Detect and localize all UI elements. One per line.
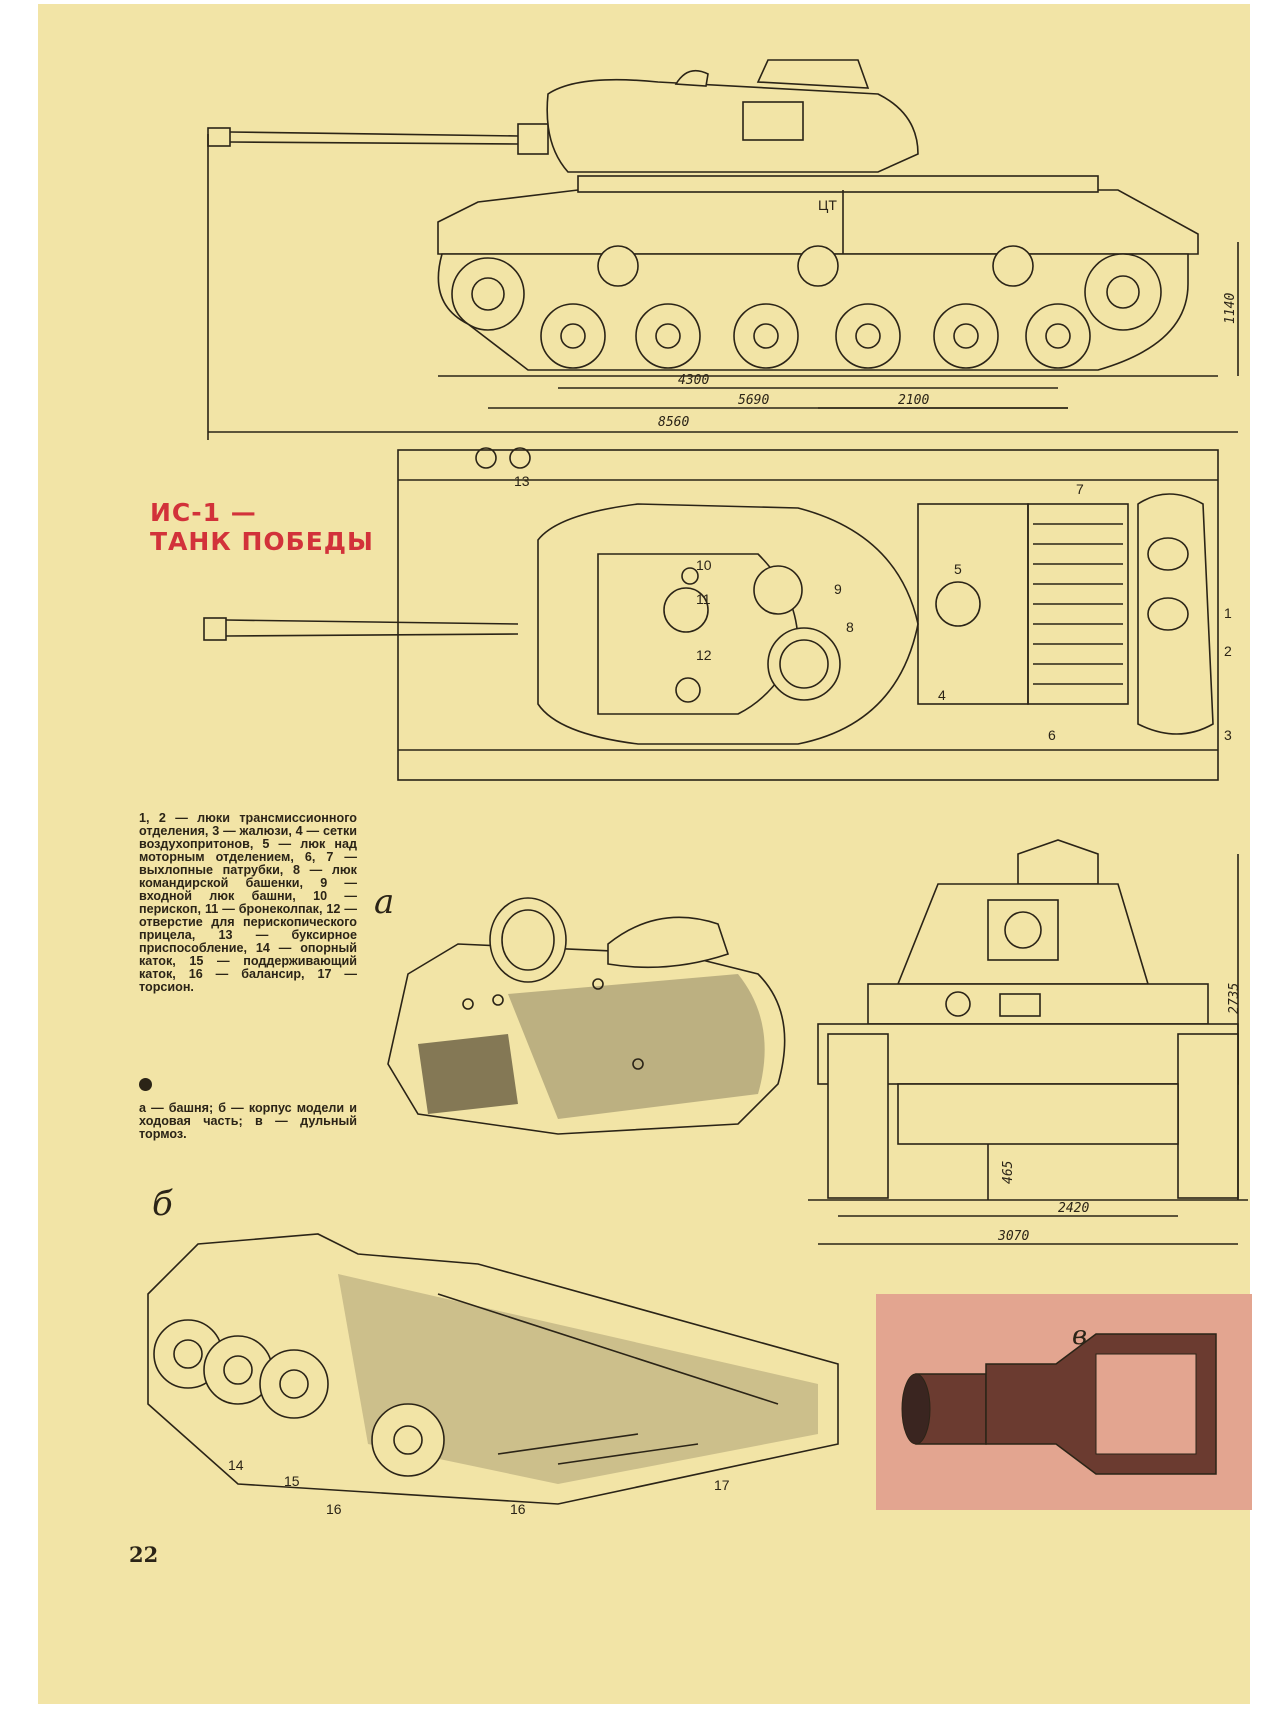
dim-2735: 2735 [1227, 983, 1242, 1014]
dim-2420: 2420 [1058, 1201, 1089, 1216]
callout-3: 3 [1224, 727, 1232, 743]
callout-9: 9 [834, 581, 842, 597]
top-view-drawing: 13 7 10 9 11 5 8 12 4 6 1 2 3 [203, 447, 1232, 781]
callout-2: 2 [1224, 643, 1232, 659]
callout-16a: 16 [326, 1501, 342, 1517]
dim-5690: 5690 [738, 393, 769, 408]
front-view-drawing: 2420 3070 [808, 839, 1248, 1245]
figure-letter-v: в [1072, 1321, 1087, 1351]
louvers [1033, 523, 1123, 685]
callout-11: 11 [696, 591, 711, 607]
callout-13: 13 [514, 473, 530, 489]
center-of-gravity-label: ЦТ [818, 197, 837, 213]
article-title: ИС-1 — ТАНК ПОБЕДЫ [150, 498, 374, 556]
callout-14: 14 [228, 1457, 244, 1473]
title-line-2: ТАНК ПОБЕДЫ [150, 527, 374, 556]
callout-4: 4 [938, 687, 946, 703]
callout-15: 15 [284, 1473, 300, 1489]
figure-letter-a: а [374, 882, 395, 922]
callout-5: 5 [954, 561, 962, 577]
callout-17: 17 [714, 1477, 730, 1493]
muzzle-brake-drawing: в [901, 1321, 1217, 1475]
hull-road-wheels [153, 1319, 445, 1477]
muzzle-brake-panel: в [876, 1294, 1252, 1510]
callout-8: 8 [846, 619, 854, 635]
parts-caption: 1, 2 — люки трансмиссионного отделения, … [139, 811, 357, 994]
magazine-page: ЦТ 4300 5690 2100 8560 1140 [38, 4, 1252, 1704]
callout-16b: 16 [510, 1501, 526, 1517]
hull-drawing: 14 15 16 16 17 [147, 1233, 839, 1517]
callout-6: 6 [1048, 727, 1056, 743]
dim-4300: 4300 [678, 373, 709, 388]
page-number: 22 [129, 1542, 159, 1567]
figure-letter-b: б [152, 1184, 173, 1224]
dim-8560: 8560 [658, 415, 689, 430]
figure-legend: а — башня; б — корпус модели и ходовая ч… [139, 1101, 357, 1141]
bullet-icon [139, 1078, 152, 1091]
title-line-1: ИС-1 — [150, 498, 257, 527]
callout-10: 10 [696, 557, 712, 573]
dim-1140: 1140 [1223, 293, 1238, 324]
callout-7: 7 [1076, 481, 1084, 497]
side-view-drawing: ЦТ 4300 5690 2100 8560 1140 [207, 59, 1239, 440]
dim-3070: 3070 [997, 1229, 1029, 1244]
road-wheels [451, 245, 1162, 369]
callout-1: 1 [1224, 605, 1232, 621]
callout-12: 12 [696, 647, 712, 663]
dim-465: 465 [1001, 1160, 1016, 1184]
turret-drawing [387, 897, 786, 1135]
dim-2100: 2100 [898, 393, 929, 408]
